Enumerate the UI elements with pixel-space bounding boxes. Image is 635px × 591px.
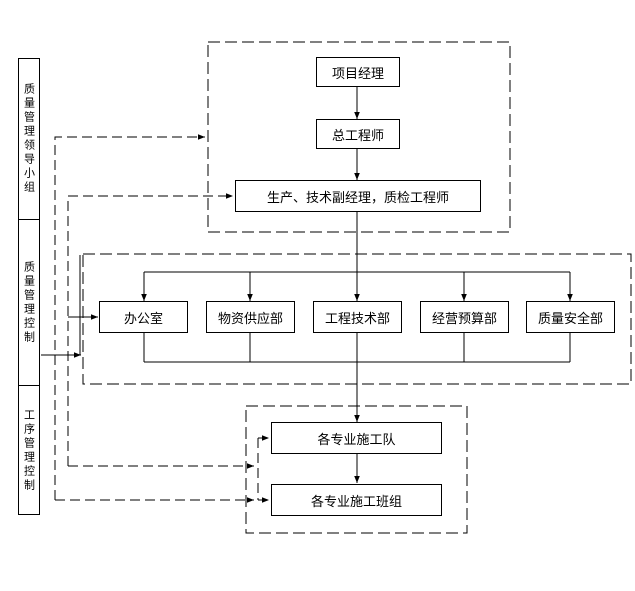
node-supply: 物资供应部 <box>206 301 295 333</box>
node-engineering: 工程技术部 <box>313 301 402 333</box>
sidebar-label-process-control: 工序管理控制 <box>22 408 36 493</box>
node-budget: 经营预算部 <box>420 301 509 333</box>
control-sidebar: 质量管理领导小组 质量管理控制 工序管理控制 <box>18 58 40 515</box>
sidebar-section-process-control: 工序管理控制 <box>19 385 39 515</box>
arrow-sidebar-to-dept-frame <box>41 255 81 356</box>
node-deputy-managers: 生产、技术副经理，质检工程师 <box>235 180 481 212</box>
node-project-manager: 项目经理 <box>316 57 400 87</box>
node-quality-safety: 质量安全部 <box>526 301 615 333</box>
leadership-frame <box>207 41 511 233</box>
dashed-to-deputy <box>67 193 233 466</box>
sidebar-label-leadership: 质量管理领导小组 <box>22 83 36 195</box>
node-construction-crews: 各专业施工班组 <box>271 484 442 516</box>
node-construction-teams: 各专业施工队 <box>271 422 442 454</box>
dashed-to-leadership <box>54 134 205 500</box>
sidebar-section-quality-control: 质量管理控制 <box>19 219 39 386</box>
node-office: 办公室 <box>99 301 188 333</box>
sidebar-section-leadership: 质量管理领导小组 <box>19 59 39 219</box>
sidebar-label-quality-control: 质量管理控制 <box>22 261 36 345</box>
node-chief-engineer: 总工程师 <box>316 119 400 149</box>
